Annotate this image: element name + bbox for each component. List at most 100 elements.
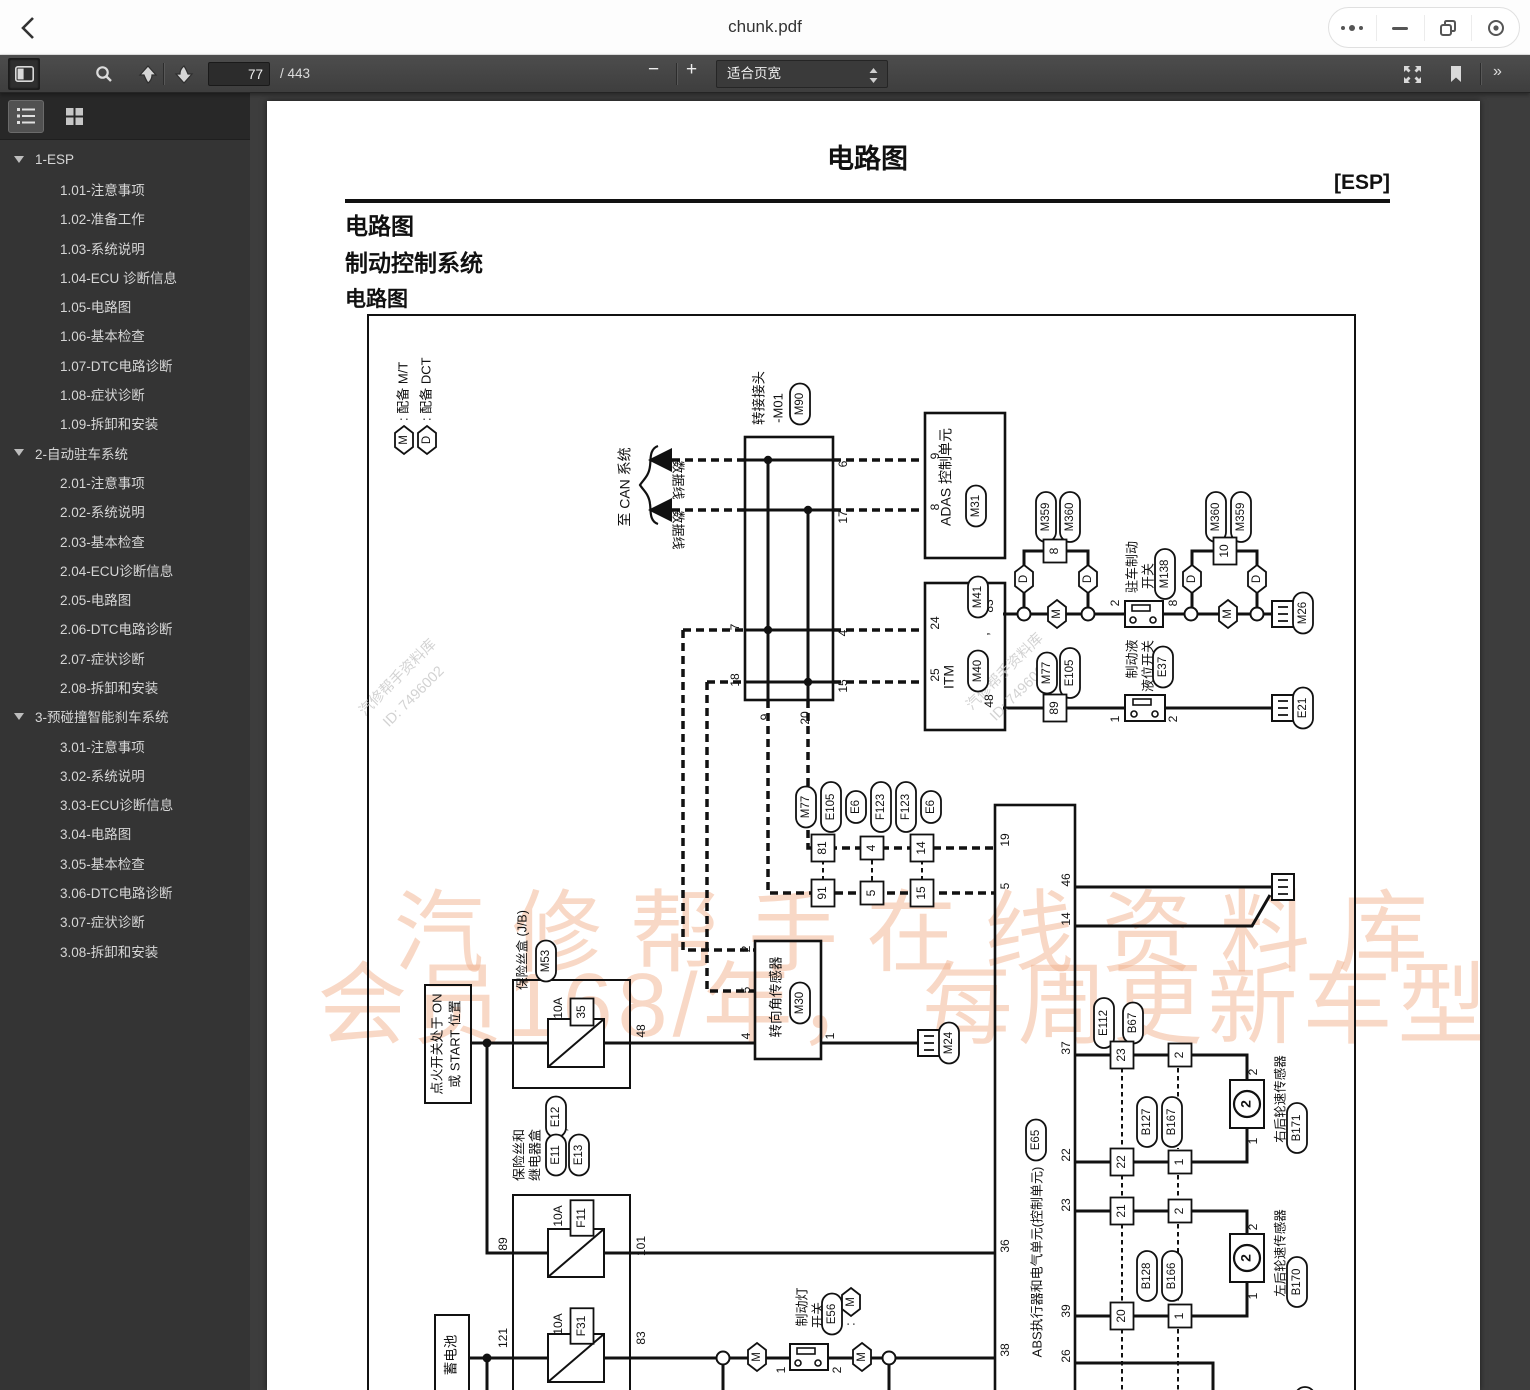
section-heading-2: 制动控制系统 bbox=[345, 250, 483, 276]
svg-text:F31: F31 bbox=[574, 1315, 588, 1336]
toc-item[interactable]: 1.05-电路图 bbox=[60, 300, 132, 316]
connector-pill: M31 bbox=[965, 484, 987, 528]
diagram-label: 4 bbox=[739, 1032, 753, 1039]
toc-section[interactable]: 2-自动驻车系统 bbox=[0, 438, 250, 467]
diagram-label: 48 bbox=[982, 694, 996, 708]
previous-page-button[interactable] bbox=[132, 58, 164, 90]
svg-text:E21: E21 bbox=[1297, 698, 1309, 718]
toc-item[interactable]: 2.05-电路图 bbox=[60, 593, 132, 609]
svg-text:M: M bbox=[398, 435, 410, 445]
back-button[interactable] bbox=[14, 13, 44, 43]
config-hexagon: M bbox=[394, 424, 414, 456]
zoom-out-button[interactable]: − bbox=[648, 59, 660, 80]
svg-text:91: 91 bbox=[815, 886, 829, 900]
toc-item[interactable]: 1.01-注意事项 bbox=[60, 182, 145, 198]
svg-text:M: M bbox=[1222, 609, 1234, 619]
pin-box: 81 bbox=[810, 833, 836, 863]
toc-item[interactable]: 3.01-注意事项 bbox=[60, 739, 145, 755]
toc-item[interactable]: 2.02-系统说明 bbox=[60, 505, 145, 521]
svg-text:M: M bbox=[856, 1352, 868, 1362]
connector-pill: M53 bbox=[535, 939, 557, 983]
diagram-label: 10A bbox=[551, 1205, 565, 1226]
diagram-label: 转接接头 bbox=[751, 371, 767, 425]
find-button[interactable] bbox=[88, 58, 120, 90]
pin-box: 21 bbox=[1109, 1196, 1135, 1226]
zoom-select[interactable]: 适合页宽 bbox=[716, 60, 888, 88]
diagram-label: 48 bbox=[634, 1024, 648, 1038]
toc-section[interactable]: 3-预碰撞智能刹车系统 bbox=[0, 702, 250, 731]
connector-pill: M77 bbox=[795, 785, 817, 829]
svg-text:M360: M360 bbox=[1210, 503, 1222, 532]
diagram-label: 22 bbox=[1059, 1148, 1073, 1162]
restore-window-button[interactable] bbox=[1423, 14, 1472, 41]
toc-item[interactable]: 3.02-系统说明 bbox=[60, 768, 145, 784]
toc-item[interactable]: 1.06-基本检查 bbox=[60, 329, 145, 345]
pin-box: 5 bbox=[859, 880, 885, 906]
toc-item[interactable]: 1.02-准备工作 bbox=[60, 212, 145, 228]
toc-item[interactable]: 3.05-基本检查 bbox=[60, 856, 145, 872]
diagram-label: 保险丝和 bbox=[511, 1129, 526, 1181]
toc-item[interactable]: 3.07-症状诊断 bbox=[60, 915, 145, 931]
toc-item[interactable]: 2.08-拆卸和安装 bbox=[60, 680, 159, 696]
toc-item[interactable]: 1.09-拆卸和安装 bbox=[60, 417, 159, 433]
bookmark-button[interactable] bbox=[1440, 58, 1472, 90]
diagram-label: 或 START 位置 bbox=[447, 1000, 462, 1087]
connector-pill: E65 bbox=[1025, 1118, 1047, 1162]
zoom-in-button[interactable]: + bbox=[686, 59, 698, 80]
config-hexagon: D bbox=[1078, 563, 1098, 595]
collapse-triangle-icon[interactable] bbox=[14, 449, 24, 457]
connector-pill: M41 bbox=[967, 575, 989, 619]
toc-item[interactable]: 1.04-ECU 诊断信息 bbox=[60, 270, 178, 286]
toc-item[interactable]: 3.03-ECU诊断信息 bbox=[60, 798, 174, 814]
target-button[interactable] bbox=[1471, 14, 1519, 41]
svg-text:M40: M40 bbox=[972, 660, 984, 682]
diagram-label: 7 bbox=[728, 623, 742, 630]
config-hexagon: M bbox=[1218, 598, 1238, 630]
toc-item[interactable]: 2.06-DTC电路诊断 bbox=[60, 622, 173, 638]
watermark-text: 会员168/年， 每周更新车型 bbox=[317, 956, 1480, 1056]
svg-text:M31: M31 bbox=[970, 495, 982, 517]
thumbnails-view-button[interactable] bbox=[56, 100, 92, 133]
page-number-input[interactable] bbox=[208, 62, 270, 86]
pin-box: 14 bbox=[909, 833, 935, 863]
svg-text:M30: M30 bbox=[794, 992, 806, 1014]
outline-list-icon bbox=[17, 108, 35, 124]
toc-item[interactable]: 2.04-ECU诊断信息 bbox=[60, 563, 174, 579]
toc-item[interactable]: 2.01-注意事项 bbox=[60, 475, 145, 491]
bookmark-icon bbox=[1451, 66, 1461, 82]
toc-item[interactable]: 3.04-电路图 bbox=[60, 827, 132, 843]
config-hexagon: D bbox=[1182, 563, 1202, 595]
diagram-label: 15 bbox=[836, 679, 850, 693]
config-hexagon: D bbox=[1014, 563, 1034, 595]
presentation-mode-button[interactable] bbox=[1396, 58, 1428, 90]
more-options-button[interactable] bbox=[1329, 15, 1376, 41]
toolbar-more-button[interactable]: » bbox=[1493, 63, 1502, 80]
outline-view-button[interactable] bbox=[8, 99, 44, 133]
toc-item[interactable]: 2.07-症状诊断 bbox=[60, 651, 145, 667]
toc-item[interactable]: 1.08-症状诊断 bbox=[60, 388, 145, 404]
diagram-label: 制动液 bbox=[1124, 639, 1139, 678]
toc-item[interactable]: 1.07-DTC电路诊断 bbox=[60, 358, 173, 374]
diagram-label: 2 bbox=[1238, 1100, 1254, 1108]
minimize-button[interactable] bbox=[1375, 14, 1424, 41]
svg-text:B166: B166 bbox=[1166, 1263, 1178, 1290]
pin-box: 23 bbox=[1109, 1040, 1135, 1070]
sidebar-toggle-button[interactable] bbox=[8, 58, 40, 90]
toc-section[interactable]: 1-ESP bbox=[0, 145, 250, 174]
fullscreen-icon bbox=[1403, 65, 1421, 83]
connector-pill: F123 bbox=[895, 781, 917, 833]
section-heading-1: 电路图 bbox=[345, 213, 414, 239]
diagram-label: 开关 bbox=[1140, 563, 1155, 589]
diagram-label: -M01 bbox=[770, 393, 785, 423]
collapse-triangle-icon[interactable] bbox=[14, 712, 24, 720]
svg-text:B170: B170 bbox=[1291, 1269, 1303, 1296]
next-page-button[interactable] bbox=[168, 58, 200, 90]
pdf-viewer[interactable]: 电路图 [ESP] 电路图 制动控制系统 电路图 汽修帮手在线资料库会员168/… bbox=[250, 93, 1530, 1390]
toc-item[interactable]: 3.06-DTC电路诊断 bbox=[60, 886, 173, 902]
toc-item[interactable]: 1.03-系统说明 bbox=[60, 241, 145, 257]
toc-item[interactable]: 3.08-拆卸和安装 bbox=[60, 944, 159, 960]
config-hexagon: M bbox=[841, 1286, 861, 1318]
collapse-triangle-icon[interactable] bbox=[14, 156, 24, 164]
toc-item[interactable]: 2.03-基本检查 bbox=[60, 534, 145, 550]
target-circle-icon bbox=[1487, 19, 1504, 36]
